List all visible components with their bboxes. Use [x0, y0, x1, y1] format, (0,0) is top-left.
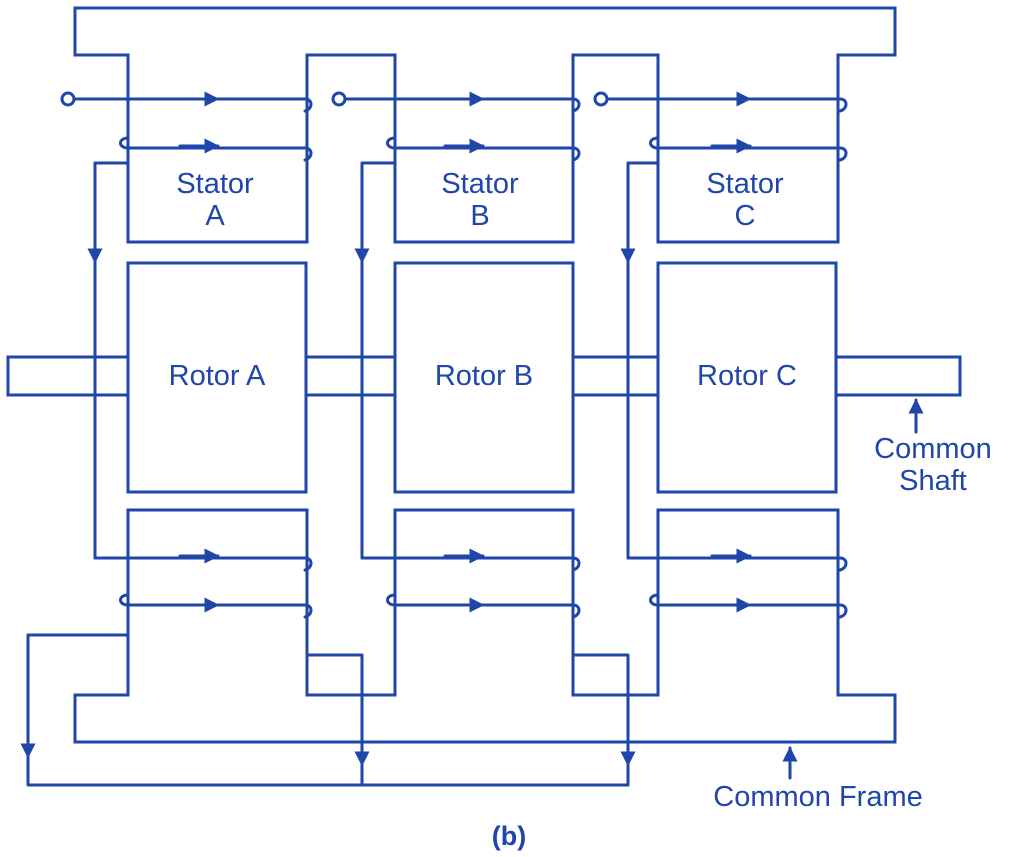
stator-c-label-line1: Stator: [706, 168, 784, 200]
stator-c-label-line2: C: [735, 200, 756, 232]
rotor-a-label: Rotor A: [169, 360, 266, 392]
bottom-winding-lines: [93, 548, 848, 619]
rotor-b: [393, 261, 575, 494]
rotor-c: [656, 261, 838, 494]
rotor-c-label: Rotor C: [697, 360, 797, 392]
stator-a-label-line1: Stator: [176, 168, 254, 200]
stator-b-label-line1: Stator: [441, 168, 519, 200]
top-frame: [73, 6, 897, 244]
stator-b-label-line2: B: [470, 200, 489, 232]
figure-caption: (b): [492, 821, 526, 851]
shaft-label-line2: Shaft: [899, 465, 967, 497]
terminal-b: [331, 91, 347, 107]
vertical-connections: [87, 161, 660, 560]
rotor-a: [126, 261, 308, 494]
terminal-a: [60, 91, 76, 107]
top-winding-lines-2: [119, 136, 848, 162]
rotor-b-label: Rotor B: [435, 360, 533, 392]
frame-label: Common Frame: [713, 781, 923, 813]
return-wires: [20, 633, 636, 787]
shaft-label-line1: Common: [874, 433, 992, 465]
terminal-c: [593, 91, 609, 107]
stator-a-label-line2: A: [205, 200, 225, 232]
top-winding-lines: [60, 91, 848, 113]
bottom-frame: [73, 508, 897, 744]
